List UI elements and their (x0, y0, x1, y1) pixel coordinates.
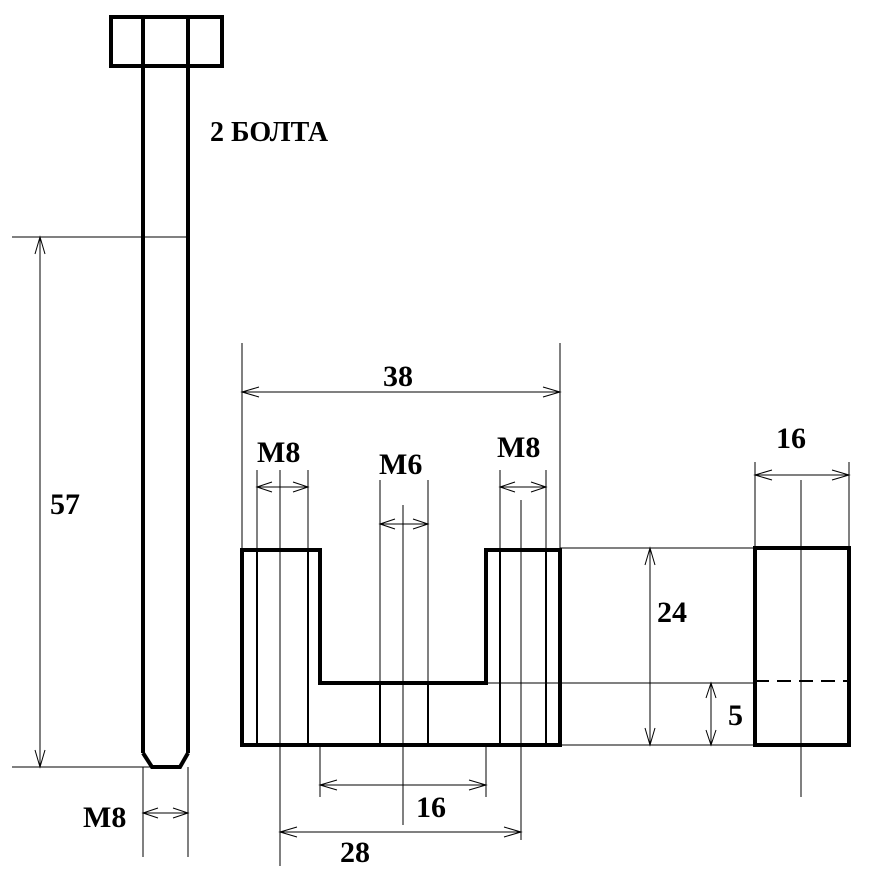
left-hole-dimension: M8 (255, 436, 310, 550)
bolt-length-label: 57 (50, 488, 80, 521)
hole-spacing-dimension: 28 (278, 745, 523, 869)
bolt-quantity-note: 2 БОЛТА (210, 117, 329, 148)
arrow-left (498, 481, 516, 493)
arrow-left (378, 518, 396, 530)
arrow-right (542, 386, 562, 398)
arrow-left (318, 779, 338, 791)
arrow-right (503, 826, 523, 838)
height-dimensions: 24 5 (486, 546, 755, 747)
right-hole-dimension: M8 (497, 431, 548, 550)
base-thickness-label: 5 (728, 699, 743, 732)
arrow-up (705, 681, 717, 699)
bolt-length-dimension: 57 (12, 235, 152, 769)
arrow-left (753, 469, 773, 481)
side-view-outline (753, 546, 851, 747)
bolt-head (109, 15, 224, 68)
side-thickness-dimension: 16 (753, 422, 851, 548)
part-width-dimension: 38 (240, 343, 562, 550)
arrow-right (831, 469, 851, 481)
arrow-left (240, 386, 260, 398)
part-outline (240, 548, 562, 747)
center-hole-label: M6 (379, 448, 422, 481)
hole-spacing-label: 28 (340, 836, 370, 869)
bolt-thread-dimension: M8 (83, 767, 190, 857)
arrow-down (705, 729, 717, 747)
right-hole-label: M8 (497, 431, 540, 464)
part-width-label: 38 (383, 360, 413, 393)
arrow-left (255, 481, 273, 493)
slot-width-dimension: 16 (318, 745, 488, 825)
side-thickness-label: 16 (776, 422, 806, 455)
arrow-right (530, 481, 548, 493)
arrow-up (34, 235, 46, 255)
arrow-up (644, 546, 656, 566)
arrow-left (278, 826, 298, 838)
part-side-view (753, 480, 851, 797)
part-height-label: 24 (657, 596, 687, 629)
arrow-right (172, 807, 190, 819)
bolt-view (109, 15, 224, 769)
center-hole-dimension: M6 (378, 448, 430, 683)
arrow-right (412, 518, 430, 530)
arrow-left (141, 807, 159, 819)
slot-width-label: 16 (416, 791, 446, 824)
part-front-view (240, 548, 562, 747)
arrow-down (34, 749, 46, 769)
bolt-thread-label: M8 (83, 801, 126, 834)
arrow-right (468, 779, 488, 791)
arrow-right (292, 481, 310, 493)
arrow-down (644, 727, 656, 747)
left-hole-label: M8 (257, 436, 300, 469)
bolt-tip (141, 751, 190, 769)
